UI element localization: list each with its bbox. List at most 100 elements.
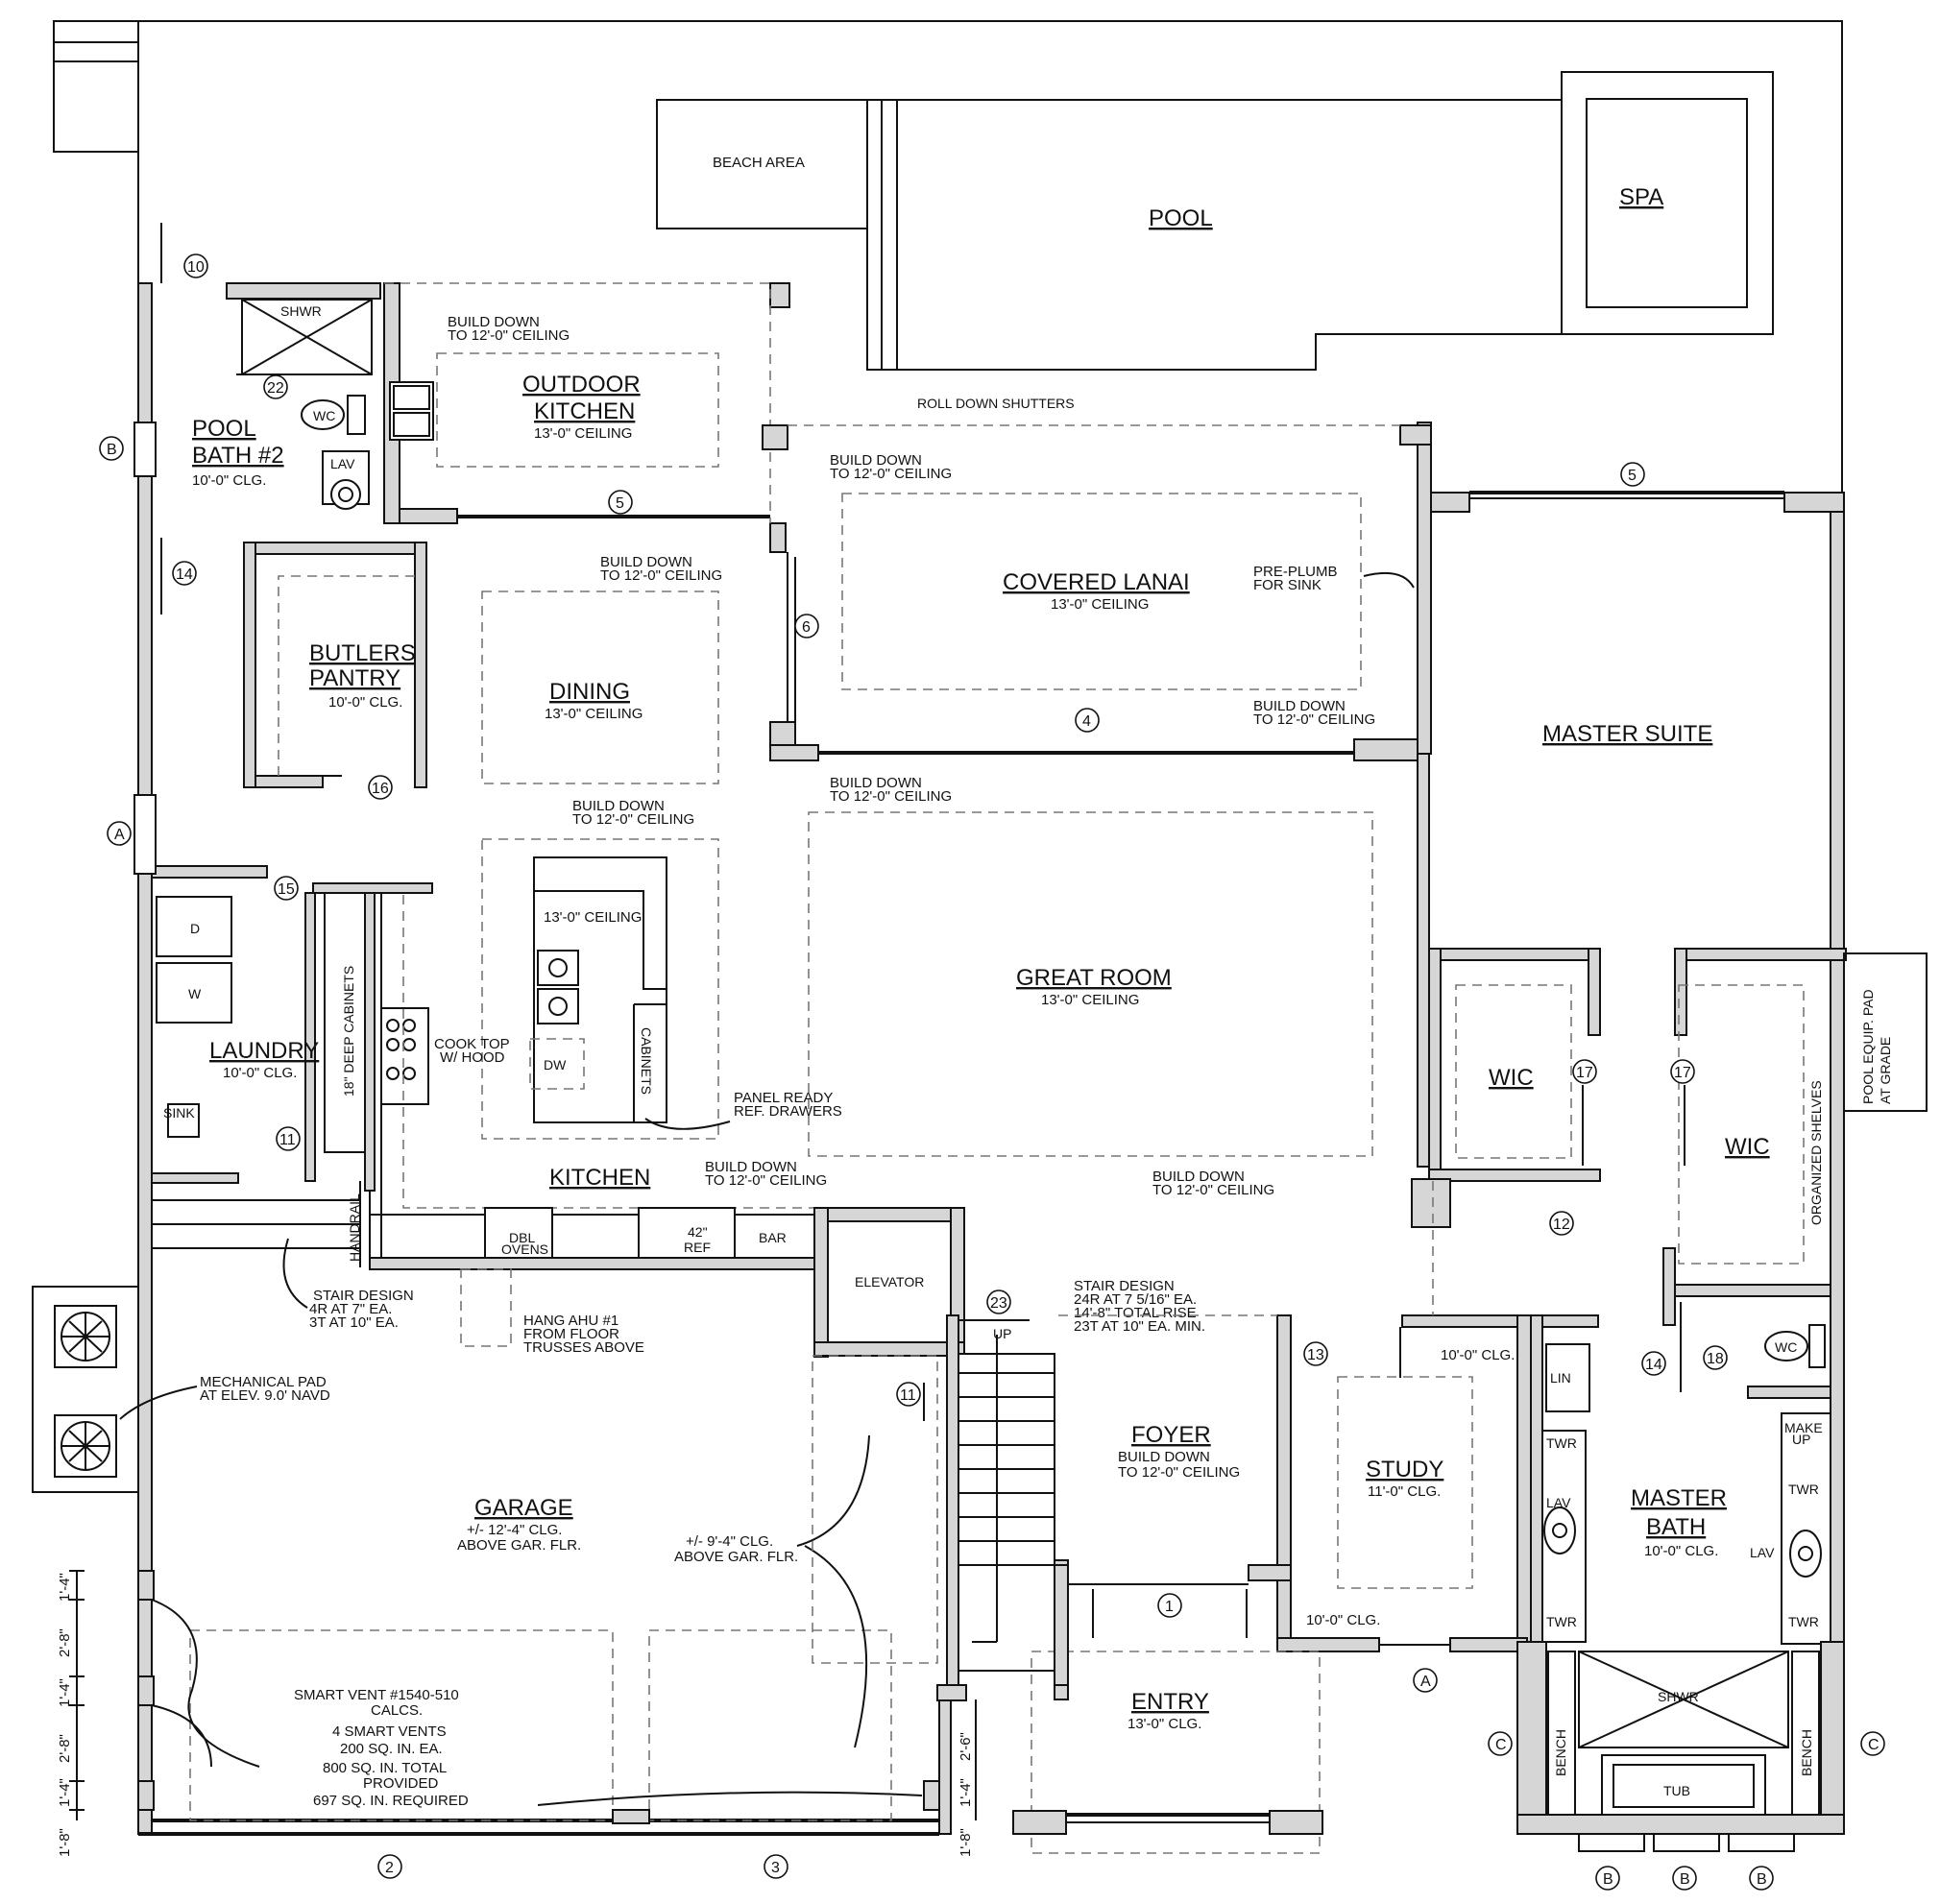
tag-14-west: 14 (172, 561, 197, 586)
svg-text:22: 22 (267, 380, 284, 397)
svg-text:1: 1 (1165, 1599, 1174, 1615)
tag-23: 23 (986, 1289, 1011, 1314)
svg-text:16: 16 (372, 781, 389, 797)
svg-text:B: B (1603, 1871, 1613, 1888)
study-clg-top: 10'-0" CLG. (1441, 1347, 1515, 1363)
dbl-ovens-1: DBL (509, 1230, 535, 1245)
stair-a-2: 3T AT 10" EA. (309, 1314, 399, 1331)
lin-label: LIN (1550, 1370, 1571, 1386)
kitchen-label: KITCHEN (549, 1165, 650, 1191)
stair-b-2: 14'-8" TOTAL RISE (1074, 1305, 1197, 1321)
pool-bath-area (226, 282, 381, 510)
bench-label-right: BENCH (1799, 1729, 1814, 1776)
tag-1: 1 (1157, 1593, 1182, 1618)
pool-equip-2: AT GRADE (1878, 1037, 1893, 1104)
smart-vent-1: SMART VENT #1540-510 (294, 1687, 459, 1703)
tag-5-right: 5 (1620, 462, 1645, 487)
pool-equip-1: POOL EQUIP. PAD (1860, 989, 1876, 1104)
outdoor-kitchen-label-1: OUTDOOR (522, 372, 641, 398)
svg-text:5: 5 (616, 495, 624, 512)
wc-label-pool: WC (313, 408, 335, 423)
pre-plumb-1: PRE-PLUMB (1253, 564, 1338, 580)
great-room-clg: 13'-0" CEILING (1041, 992, 1139, 1008)
dim-2-8-b: 2'-8" (57, 1734, 73, 1763)
window-b-west (133, 422, 157, 477)
stair-b-3: 23T AT 10" EA. MIN. (1074, 1318, 1205, 1335)
bd-great-2: TO 12'-0" CEILING (830, 788, 952, 805)
svg-text:15: 15 (278, 881, 295, 898)
svg-text:14: 14 (1645, 1357, 1662, 1373)
laundry-label: LAUNDRY (209, 1038, 319, 1064)
deep-cabinets-label: 18" DEEP CABINETS (341, 966, 356, 1097)
garage-clg-4: ABOVE GAR. FLR. (674, 1549, 798, 1565)
lav-label-1: LAV (1546, 1495, 1571, 1510)
stair-a-1: 4R AT 7" EA. (309, 1301, 392, 1317)
great-room-label: GREAT ROOM (1016, 965, 1172, 991)
tag-2: 2 (377, 1854, 402, 1879)
covered-lanai-label: COVERED LANAI (1003, 569, 1190, 595)
master-bath-clg: 10'-0" CLG. (1644, 1543, 1718, 1559)
wc-label-master: WC (1775, 1339, 1797, 1355)
bar-label: BAR (759, 1230, 787, 1245)
cook-top-2: W/ HOOD (440, 1049, 505, 1066)
roll-down-shutters: ROLL DOWN SHUTTERS (917, 396, 1075, 411)
wic-label-right: WIC (1725, 1134, 1770, 1160)
master-bath-label-1: MASTER (1631, 1485, 1727, 1511)
pool-bath-label-2: BATH #2 (192, 443, 284, 469)
tag-12: 12 (1549, 1211, 1574, 1236)
garage-label: GARAGE (474, 1495, 573, 1521)
cabinets-label: CABINETS (639, 1027, 654, 1095)
tag-c-left: C (1488, 1731, 1513, 1756)
svg-text:5: 5 (1628, 468, 1637, 484)
shower-label: SHWR (280, 303, 322, 319)
svg-text:B: B (1680, 1871, 1690, 1888)
master-bath-label-2: BATH (1646, 1514, 1706, 1540)
foyer-bd-1: BUILD DOWN (1118, 1449, 1210, 1465)
lav-label-pool: LAV (330, 456, 355, 471)
tag-17-right: 17 (1670, 1059, 1695, 1084)
outdoor-kitchen-clg: 13'-0" CEILING (534, 425, 632, 442)
dim-1-8-b: 1'-8" (958, 1828, 974, 1857)
tag-18: 18 (1703, 1345, 1728, 1370)
dim-1-4-a: 1'-4" (57, 1573, 73, 1602)
spa-label: SPA (1619, 184, 1663, 210)
dining-clg: 13'-0" CEILING (545, 706, 643, 722)
panel-ready-1: PANEL READY (734, 1090, 833, 1106)
tub-label: TUB (1663, 1783, 1690, 1798)
kitchen-area (369, 838, 817, 1270)
beach-area-label: BEACH AREA (713, 155, 805, 171)
tag-11-laundry: 11 (276, 1126, 301, 1151)
covered-lanai-clg: 13'-0" CEILING (1051, 596, 1149, 613)
ref-1: 42" (688, 1224, 708, 1240)
make-up-2: UP (1792, 1432, 1810, 1447)
mech-pad-1: MECHANICAL PAD (200, 1374, 327, 1390)
foyer-bd-2: TO 12'-0" CEILING (1118, 1464, 1240, 1481)
svg-text:C: C (1868, 1737, 1879, 1753)
exterior-walls (137, 282, 1845, 1836)
cook-top-1: COOK TOP (434, 1036, 510, 1052)
stair-design-2: STAIR DESIGN (1074, 1278, 1175, 1294)
dim-2-6: 2'-6" (958, 1732, 974, 1761)
dim-2-8-a: 2'-8" (57, 1628, 73, 1657)
bd-lanai-1: BUILD DOWN (830, 452, 922, 469)
svg-text:C: C (1495, 1737, 1507, 1753)
site-boundary (53, 20, 1843, 493)
garage-area (137, 1434, 940, 1824)
dw-label: DW (544, 1057, 567, 1073)
bd-kitchen-4: TO 12'-0" CEILING (705, 1172, 827, 1189)
bd-dining-2: TO 12'-0" CEILING (600, 567, 722, 584)
organized-shelves: ORGANIZED SHELVES (1808, 1080, 1824, 1225)
washer-label: W (188, 986, 202, 1001)
tag-b-1: B (1595, 1866, 1620, 1891)
bd-kitchen-2: TO 12'-0" CEILING (572, 811, 694, 828)
study-clg-bottom: 10'-0" CLG. (1306, 1612, 1380, 1628)
butlers-label-2: PANTRY (309, 665, 400, 691)
svg-text:11: 11 (279, 1132, 296, 1148)
study-label: STUDY (1366, 1457, 1443, 1482)
smart-vent-5: 800 SQ. IN. TOTAL (323, 1760, 447, 1776)
sink-label: SINK (163, 1105, 195, 1121)
smart-vent-7: 697 SQ. IN. REQUIRED (313, 1793, 469, 1809)
svg-text:14: 14 (176, 566, 193, 583)
tag-15: 15 (274, 876, 299, 901)
